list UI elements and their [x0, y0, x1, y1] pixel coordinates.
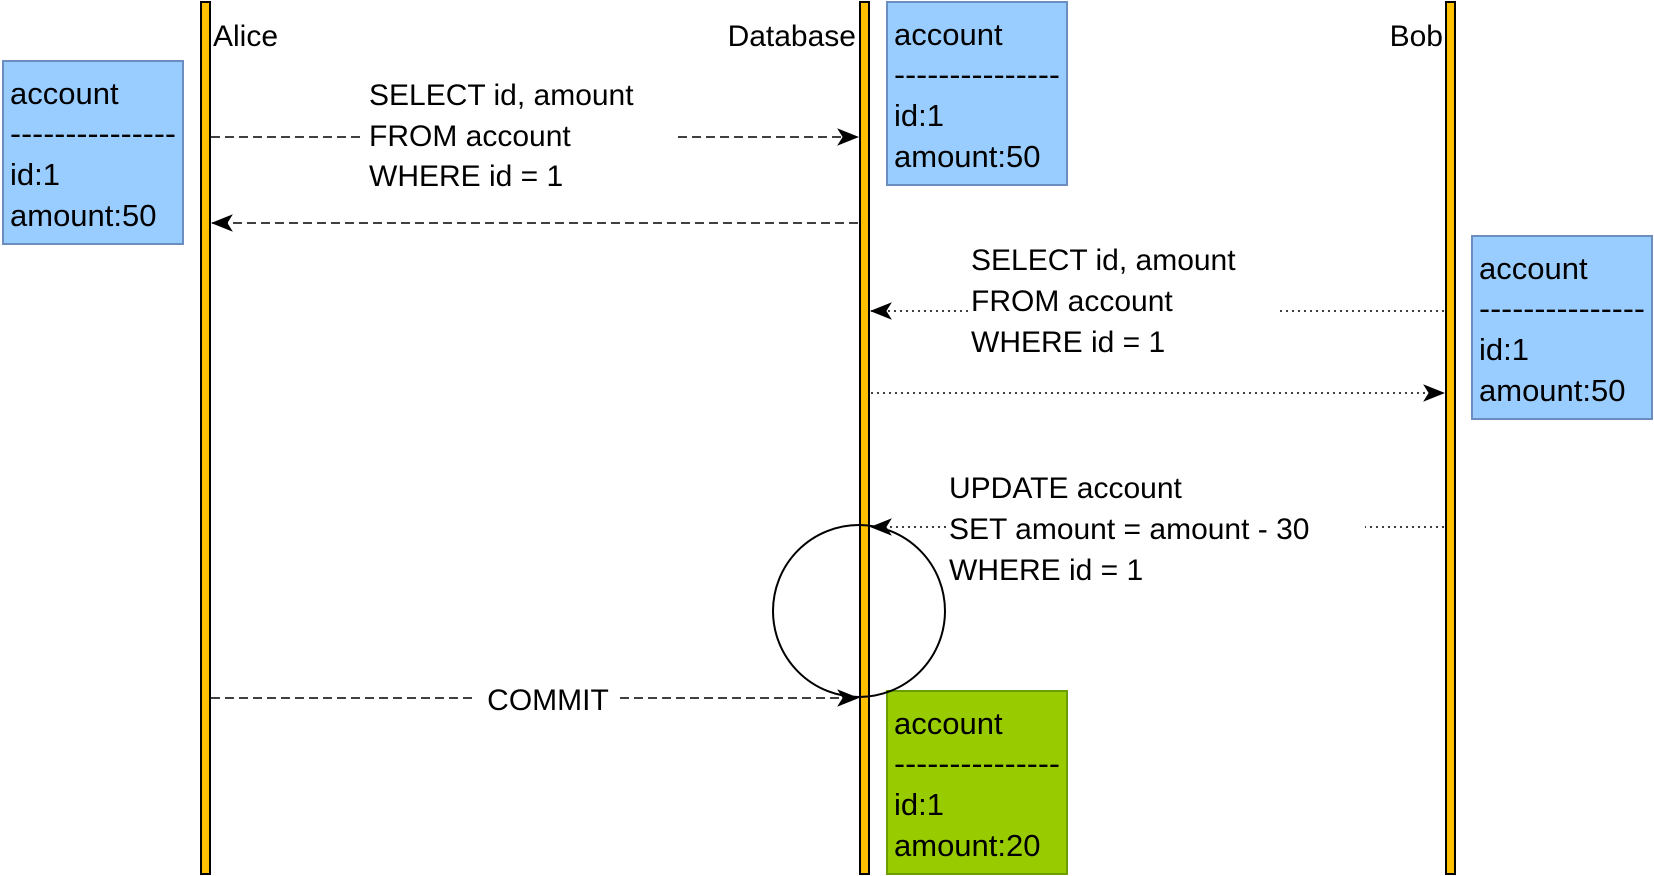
bob-lifeline: [1445, 1, 1456, 875]
message-line-1: SELECT id, amount: [369, 79, 634, 112]
message-line-1: UPDATE account: [949, 472, 1183, 505]
table-id: id:1: [894, 98, 944, 133]
table-separator: ---------------: [1479, 291, 1645, 326]
message-line-2: FROM account: [971, 285, 1173, 318]
table-amount: amount:50: [894, 139, 1041, 174]
table-id: id:1: [10, 157, 60, 192]
message-line-2: FROM account: [369, 120, 571, 153]
table-separator: ---------------: [894, 746, 1060, 781]
message-line-2: SET amount = amount - 30: [949, 513, 1309, 546]
participant-database: Database: [728, 20, 856, 53]
message-line-1: SELECT id, amount: [971, 244, 1236, 277]
alice-lifeline: [200, 1, 211, 875]
table-name: account: [894, 706, 1003, 741]
table-separator: ---------------: [10, 116, 176, 151]
table-name: account: [1479, 251, 1588, 286]
table-separator: ---------------: [894, 57, 1060, 92]
message-alice-commit: COMMIT: [211, 684, 860, 717]
table-name: account: [894, 17, 1003, 52]
table-id: id:1: [894, 787, 944, 822]
message-bob-select: SELECT id, amount FROM account WHERE id …: [869, 244, 1444, 359]
table-id: id:1: [1479, 332, 1529, 367]
table-db-initial: account --------------- id:1 amount:50: [886, 1, 1068, 186]
message-line-3: WHERE id = 1: [369, 160, 563, 193]
participant-alice: Alice: [213, 20, 278, 53]
message-bob-update: UPDATE account SET amount = amount - 30 …: [869, 472, 1444, 587]
table-amount: amount:20: [894, 828, 1041, 863]
participant-bob: Bob: [1390, 20, 1443, 53]
message-line-3: WHERE id = 1: [949, 554, 1143, 587]
message-alice-select: SELECT id, amount FROM account WHERE id …: [211, 79, 860, 193]
table-alice-read: account --------------- id:1 amount:50: [2, 60, 184, 245]
table-amount: amount:50: [10, 198, 157, 233]
database-lifeline: [859, 1, 870, 875]
table-amount: amount:50: [1479, 373, 1626, 408]
message-commit-label: COMMIT: [487, 684, 609, 717]
message-line-3: WHERE id = 1: [971, 326, 1165, 359]
table-name: account: [10, 76, 119, 111]
table-bob-read: account --------------- id:1 amount:50: [1471, 235, 1653, 420]
table-db-final: account --------------- id:1 amount:20: [886, 690, 1068, 875]
